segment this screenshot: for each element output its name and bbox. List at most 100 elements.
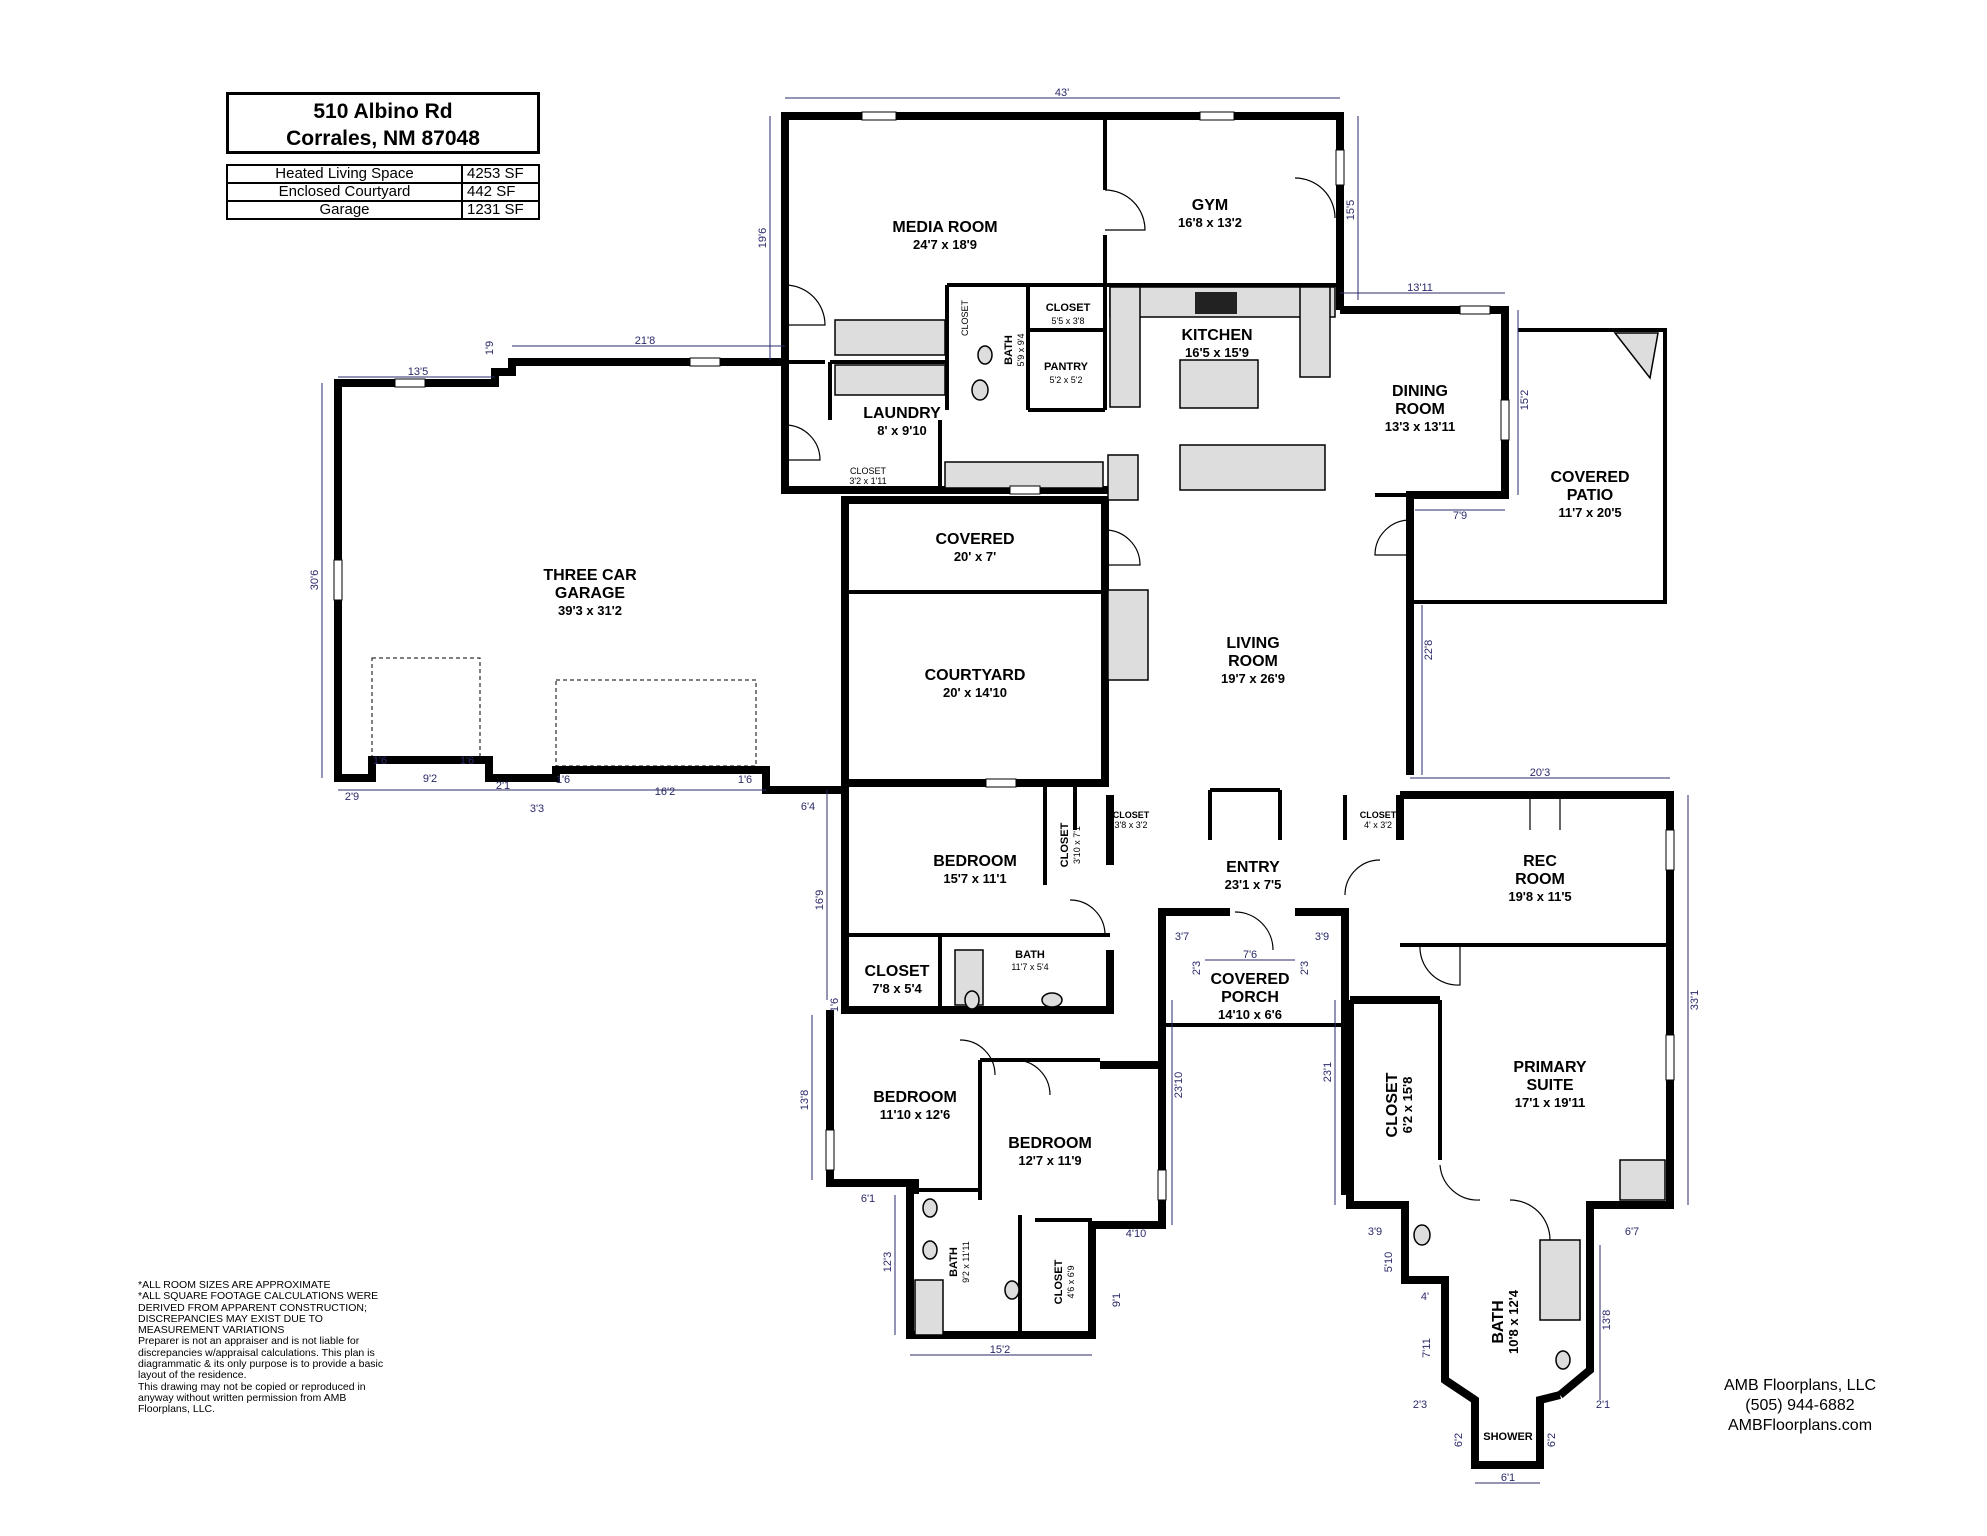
window xyxy=(1665,1034,1675,1081)
dim-label: 9'1 xyxy=(1111,1293,1123,1307)
window xyxy=(1335,149,1345,186)
window xyxy=(394,378,426,388)
door-bedroom1 xyxy=(1069,899,1106,936)
room-dim-porch: 14'10 x 6'6 xyxy=(1218,1007,1282,1022)
room-label-closet-b1b: CLOSET xyxy=(1113,810,1150,820)
dim-label: 3'7 xyxy=(1175,931,1189,943)
room-dim-kitchen: 16'5 x 15'9 xyxy=(1185,345,1249,360)
dim-label: 1'6 xyxy=(460,755,474,767)
room-label-primary: PRIMARY xyxy=(1513,1059,1587,1076)
area-value: 442 SF xyxy=(461,182,540,202)
room-dim-gym: 16'8 x 13'2 xyxy=(1178,215,1242,230)
door-primary xyxy=(1419,944,1461,986)
dim-label: 15'2 xyxy=(990,1344,1010,1356)
room-dim-closet-low: 4'6 x 6'9 xyxy=(1066,1266,1076,1299)
room-dim-laundry: 8' x 9'10 xyxy=(877,423,927,438)
wall-dining xyxy=(1340,306,1509,775)
room-label-closet-b2: CLOSET xyxy=(865,963,930,980)
garage-door-1 xyxy=(371,657,481,759)
dim-label: 13'11 xyxy=(1407,282,1433,294)
dim-label: 13'8 xyxy=(1601,1310,1613,1330)
toilet-mid-icon xyxy=(964,990,980,1010)
dim-label: 33'1 xyxy=(1689,990,1701,1010)
dim-label: 2'1 xyxy=(496,780,510,792)
room-dim-living: 19'7 x 26'9 xyxy=(1221,671,1285,686)
dim-label: 6'1 xyxy=(861,1193,875,1205)
address-title: 510 Albino Rd Corrales, NM 87048 xyxy=(226,92,540,154)
dim-label: 2'3 xyxy=(1191,961,1203,975)
door-closet-entry xyxy=(1344,859,1381,896)
room-label-closet-top: CLOSET xyxy=(1046,302,1091,314)
room-label-media: MEDIA ROOM xyxy=(892,219,997,236)
kitchen-counter-right xyxy=(1299,286,1331,378)
dim-label: 43' xyxy=(1055,87,1069,99)
room-dim-closet-laundry: 3'2 x 1'11 xyxy=(849,476,886,486)
dim-label: 7'11 xyxy=(1421,1338,1433,1358)
dim-label: 2'3 xyxy=(1299,961,1311,975)
room-label-covered: COVERED xyxy=(935,531,1014,548)
door-entry xyxy=(1234,911,1274,951)
dim-label: 7'9 xyxy=(1453,510,1467,522)
room-label-rec: REC xyxy=(1523,853,1557,870)
sink-primary-icon xyxy=(1555,1350,1571,1370)
wall-rec-primary xyxy=(1396,791,1674,1399)
disclaimer-line: *ALL SQUARE FOOTAGE CALCULATIONS WERE xyxy=(138,1290,379,1303)
room-label-rec-2: ROOM xyxy=(1515,871,1565,888)
room-label-closet-laundry: CLOSET xyxy=(850,466,887,476)
dim-label: 6'4 xyxy=(801,801,815,813)
dim-label: 3'9 xyxy=(1315,931,1329,943)
kitchen-counter-left xyxy=(1109,286,1141,408)
company-website: AMBFloorplans.com xyxy=(1727,1417,1873,1434)
dim-label: 15'2 xyxy=(1519,390,1531,410)
room-dim-garage: 39'3 x 31'2 xyxy=(558,603,622,618)
dim-label: 12'3 xyxy=(882,1252,894,1272)
door-covered xyxy=(1104,529,1141,566)
door-rec-french xyxy=(1529,795,1561,830)
wall-laundry xyxy=(781,362,1110,494)
room-label-bath-primary: BATH xyxy=(1490,1300,1507,1343)
dim-label: 6'1 xyxy=(1501,1472,1515,1484)
wall-bedroom-wing xyxy=(841,783,1114,1014)
room-dim-closet-top: 5'5 x 3'8 xyxy=(1052,316,1085,326)
room-label-dining-2: ROOM xyxy=(1395,401,1445,418)
door-bed2 xyxy=(959,1039,996,1076)
room-label-laundry: LAUNDRY xyxy=(863,405,941,422)
laundry-counter-top xyxy=(834,319,946,356)
window xyxy=(1157,1169,1167,1201)
room-dim-bath-low: 9'2 x 11'11 xyxy=(961,1241,971,1283)
laundry-counter xyxy=(834,364,946,396)
room-label-closet-low: CLOSET xyxy=(1053,1259,1065,1304)
room-label-closet-primary: CLOSET xyxy=(1384,1072,1401,1137)
sink-top-bath-icon xyxy=(971,379,989,401)
door-closet-primary xyxy=(1439,1164,1481,1201)
laundry-counter-bottom xyxy=(944,461,1104,489)
room-label-porch: COVERED xyxy=(1210,971,1289,988)
dim-label: 1'6 xyxy=(738,774,752,786)
dim-label: 16'2 xyxy=(655,786,675,798)
window xyxy=(333,559,343,601)
dim-label: 2'9 xyxy=(345,791,359,803)
room-dim-bath-primary: 10'8 x 12'4 xyxy=(1506,1289,1521,1354)
room-dim-bedroom1: 15'7 x 11'1 xyxy=(943,871,1006,886)
dim-label: 20'3 xyxy=(1530,767,1550,779)
patio-fireplace-icon xyxy=(1613,332,1659,380)
dim-label: 3'9 xyxy=(1368,1226,1382,1238)
dim-label: 1'9 xyxy=(484,341,496,355)
wall-courtyard-top xyxy=(841,496,1109,787)
dim-label: 1'6 xyxy=(373,755,387,767)
door-dining xyxy=(1374,519,1411,556)
sink-low-1-icon xyxy=(922,1198,938,1218)
dim-label: 30'6 xyxy=(309,570,321,590)
wall-primary-closet xyxy=(1346,996,1478,1404)
room-label-bedroom1: BEDROOM xyxy=(933,853,1017,870)
room-dim-closet-b1: 3'10 x 7'1 xyxy=(1072,826,1082,864)
room-dim-courtyard: 20' x 14'10 xyxy=(943,685,1007,700)
room-label-pantry: PANTRY xyxy=(1044,361,1089,373)
wall-porch xyxy=(1158,908,1349,1225)
dim-label: 2'3 xyxy=(1413,1399,1427,1411)
room-label-shower: SHOWER xyxy=(1483,1431,1533,1443)
door-media xyxy=(784,284,826,326)
disclaimer-line: layout of the residence. xyxy=(138,1369,247,1382)
sink-low-2-icon xyxy=(922,1240,938,1260)
